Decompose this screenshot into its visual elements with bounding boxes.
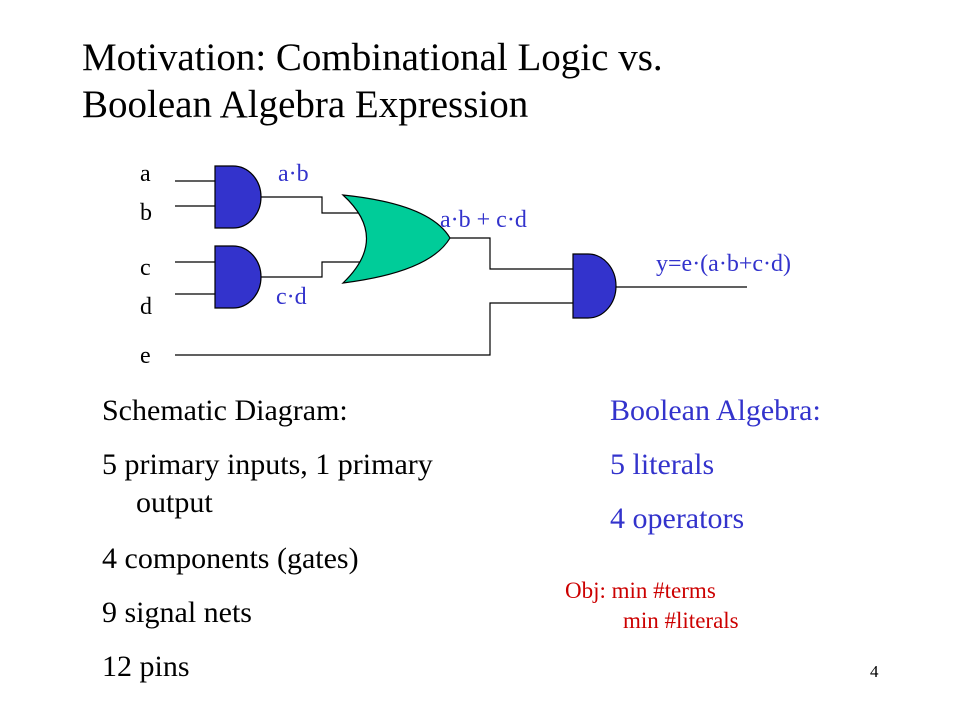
input-label-d: d xyxy=(140,294,152,320)
boolean-heading: Boolean Algebra: xyxy=(610,394,821,427)
schematic-item-pins: 12 pins xyxy=(102,650,190,683)
schematic-item-inputs: 5 primary inputs, 1 primary xyxy=(102,448,433,481)
schematic-item-components: 4 components (gates) xyxy=(102,542,359,575)
schematic-heading: Schematic Diagram: xyxy=(102,394,348,427)
objective-note: Obj: min #terms min #literals xyxy=(565,576,739,636)
title-line-1: Motivation: Combinational Logic vs. xyxy=(82,36,663,79)
signal-wires xyxy=(175,180,747,356)
output-expression: y=e·(a·b+c·d) xyxy=(656,251,791,277)
wire-cd xyxy=(260,261,360,278)
slide-title: Motivation: Combinational Logic vs. Bool… xyxy=(82,34,663,128)
wire-e xyxy=(175,302,573,356)
input-label-c: c xyxy=(140,255,151,281)
input-label-b: b xyxy=(140,200,152,226)
wire-ab xyxy=(260,196,360,214)
wire-sum xyxy=(450,237,573,270)
schematic-item-nets: 9 signal nets xyxy=(102,596,252,629)
boolean-item-literals: 5 literals xyxy=(610,448,715,481)
schematic-item-inputs-cont: output xyxy=(136,486,213,519)
page-number: 4 xyxy=(870,662,879,681)
title-line-2: Boolean Algebra Expression xyxy=(82,83,529,126)
and-gate-cd xyxy=(214,245,262,309)
signal-label-cd: c·d xyxy=(276,284,307,310)
signal-label-ab: a·b xyxy=(278,161,309,187)
signal-label-sum: a·b + c·d xyxy=(440,207,527,233)
or-gate xyxy=(341,194,451,284)
input-label-a: a xyxy=(140,161,151,187)
boolean-item-operators: 4 operators xyxy=(610,502,745,535)
and-gate-output xyxy=(572,253,617,319)
objective-line-2: min #literals xyxy=(623,608,739,633)
objective-line-1: Obj: min #terms xyxy=(565,578,716,603)
input-label-e: e xyxy=(140,343,151,369)
and-gate-ab xyxy=(214,165,262,229)
